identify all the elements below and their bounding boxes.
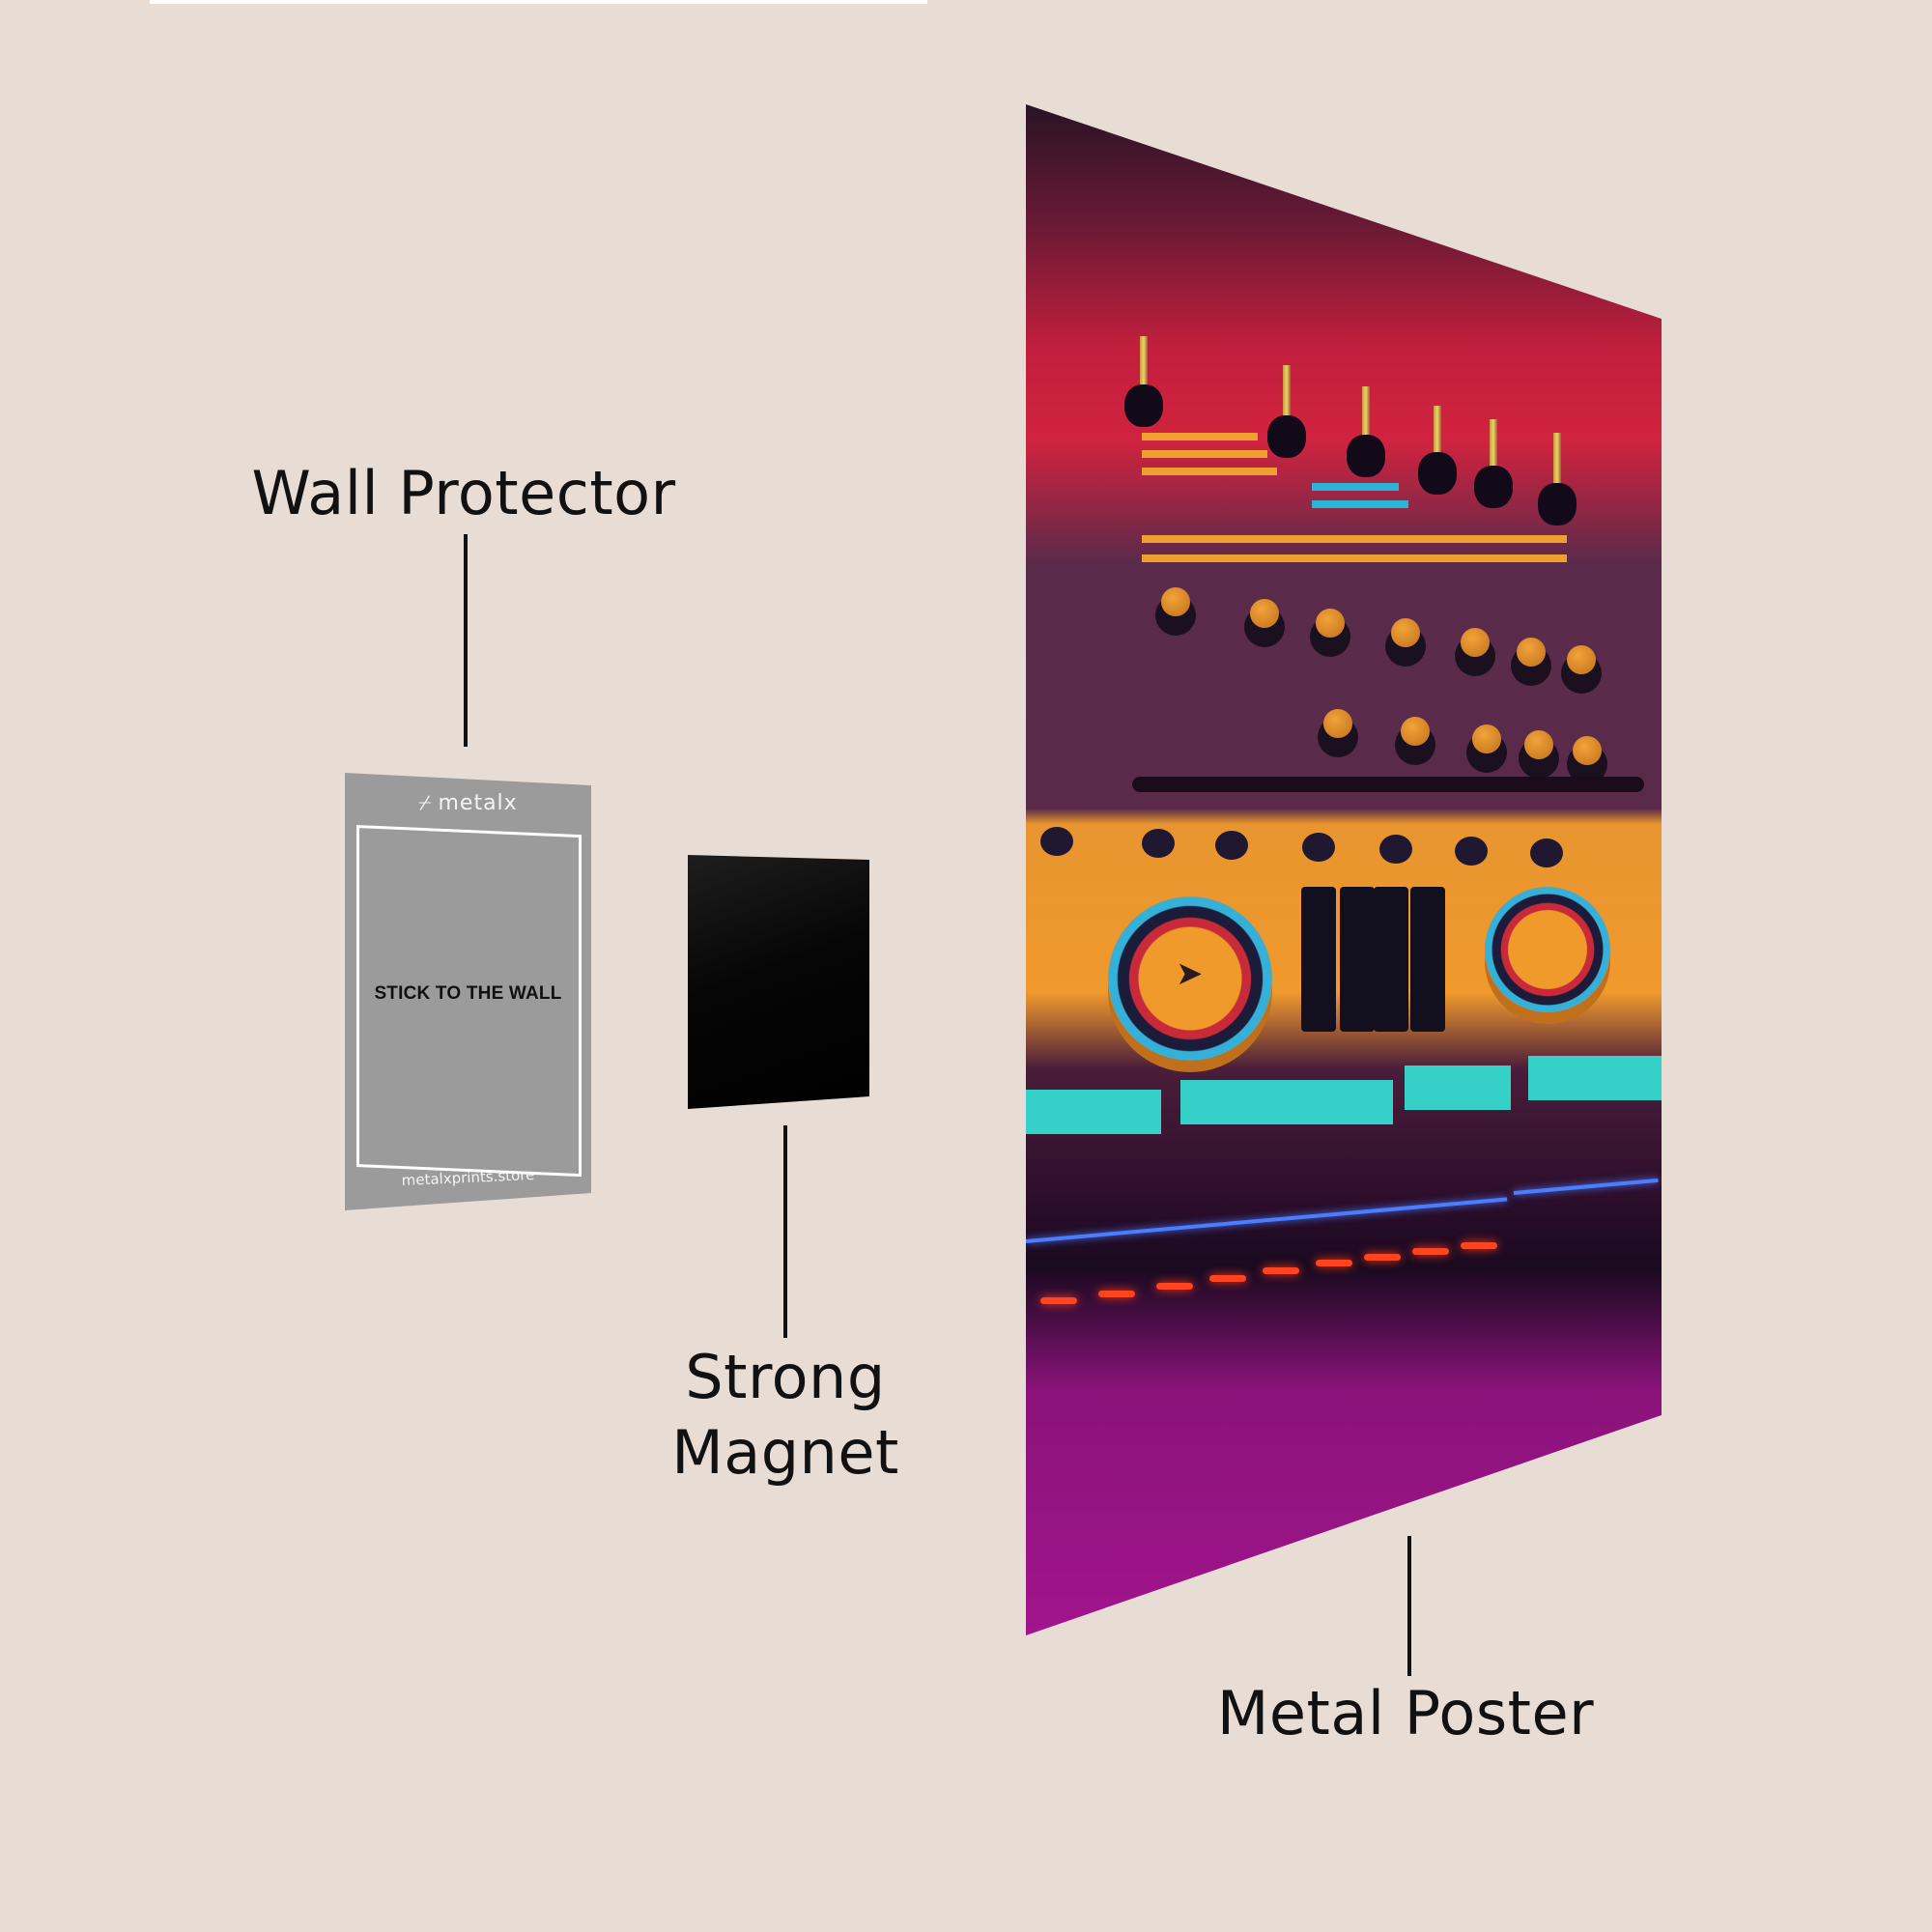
- strong-magnet-leader-line: [783, 1125, 787, 1338]
- display-strip: [1142, 535, 1567, 543]
- deck-button: [1302, 833, 1335, 862]
- deck-button: [1530, 838, 1563, 867]
- display-strip: [1142, 554, 1567, 562]
- orange-knob: [1161, 587, 1190, 616]
- fader-cap: [1418, 452, 1457, 495]
- orange-knob: [1461, 628, 1490, 657]
- metalx-logo-icon: ⌿: [418, 791, 433, 815]
- wall-protector-leader-line: [464, 534, 468, 747]
- fader-cap: [1267, 415, 1306, 458]
- cyan-pad: [1026, 1090, 1161, 1134]
- protector-brand-name: metalx: [438, 791, 518, 815]
- fader-stem: [1434, 406, 1441, 464]
- cyan-pad: [1180, 1080, 1393, 1124]
- display-strip: [1142, 433, 1258, 440]
- crossfader-slot: [1132, 777, 1644, 792]
- neon-red-light: [1040, 1297, 1077, 1304]
- display-strip: [1142, 450, 1267, 458]
- arrow-icon: ➤: [1176, 954, 1204, 993]
- neon-blue-line: [1026, 1197, 1508, 1243]
- neon-red-light: [1156, 1283, 1193, 1290]
- orange-knob: [1517, 638, 1546, 667]
- black-key: [1410, 887, 1445, 1032]
- metal-poster-label: Metal Poster: [1216, 1678, 1595, 1748]
- deck-button: [1379, 835, 1412, 864]
- orange-knob: [1391, 618, 1420, 647]
- neon-red-light: [1209, 1275, 1246, 1282]
- black-key: [1374, 887, 1408, 1032]
- orange-knob: [1567, 645, 1596, 674]
- neon-red-light: [1316, 1260, 1352, 1266]
- fader-cap: [1538, 483, 1577, 526]
- display-strip: [1312, 500, 1408, 508]
- fader-stem: [1140, 336, 1148, 394]
- fader-cap: [1474, 466, 1513, 508]
- wall-protector-card: ⌿metalx STICK TO THE WALL metalxprints.s…: [345, 773, 591, 1210]
- neon-red-light: [1263, 1267, 1299, 1274]
- fader-stem: [1283, 365, 1291, 423]
- wall-protector-label: Wall Protector: [251, 458, 676, 528]
- cyan-pad: [1528, 1056, 1662, 1100]
- orange-knob: [1323, 709, 1352, 738]
- fader-cap: [1124, 384, 1163, 427]
- neon-red-light: [1364, 1254, 1401, 1261]
- black-key: [1340, 887, 1375, 1032]
- fader-stem: [1490, 419, 1497, 477]
- metal-poster-leader-line: [1407, 1536, 1411, 1676]
- jog-wheel-left: ➤: [1108, 896, 1272, 1061]
- orange-knob: [1250, 599, 1279, 628]
- deck-button: [1040, 827, 1073, 856]
- neon-blue-line: [1513, 1178, 1659, 1195]
- deck-button: [1142, 829, 1175, 858]
- strong-magnet-label-line1: Strong: [685, 1342, 886, 1412]
- fader-stem: [1553, 433, 1561, 491]
- protector-instruction: STICK TO THE WALL: [374, 983, 562, 1004]
- metal-poster-artwork: ➤: [1026, 104, 1662, 1635]
- orange-knob: [1401, 717, 1430, 746]
- strong-magnet-square: [688, 855, 869, 1109]
- top-white-strip: [150, 0, 927, 4]
- orange-knob: [1524, 730, 1553, 759]
- strong-magnet-label-line2: Magnet: [671, 1417, 899, 1488]
- deck-button: [1215, 831, 1248, 860]
- deck-button: [1455, 837, 1488, 866]
- protector-brand: ⌿metalx: [345, 791, 591, 815]
- jog-wheel-right: [1485, 887, 1610, 1012]
- display-strip: [1312, 483, 1399, 491]
- fader-cap: [1347, 435, 1385, 477]
- orange-knob: [1573, 736, 1602, 765]
- neon-red-light: [1412, 1248, 1449, 1255]
- fader-stem: [1362, 386, 1370, 444]
- display-strip: [1142, 468, 1277, 475]
- orange-knob: [1472, 724, 1501, 753]
- black-key: [1301, 887, 1336, 1032]
- neon-red-light: [1461, 1242, 1497, 1249]
- cyan-pad: [1405, 1065, 1511, 1110]
- neon-red-light: [1098, 1291, 1135, 1297]
- orange-knob: [1316, 609, 1345, 638]
